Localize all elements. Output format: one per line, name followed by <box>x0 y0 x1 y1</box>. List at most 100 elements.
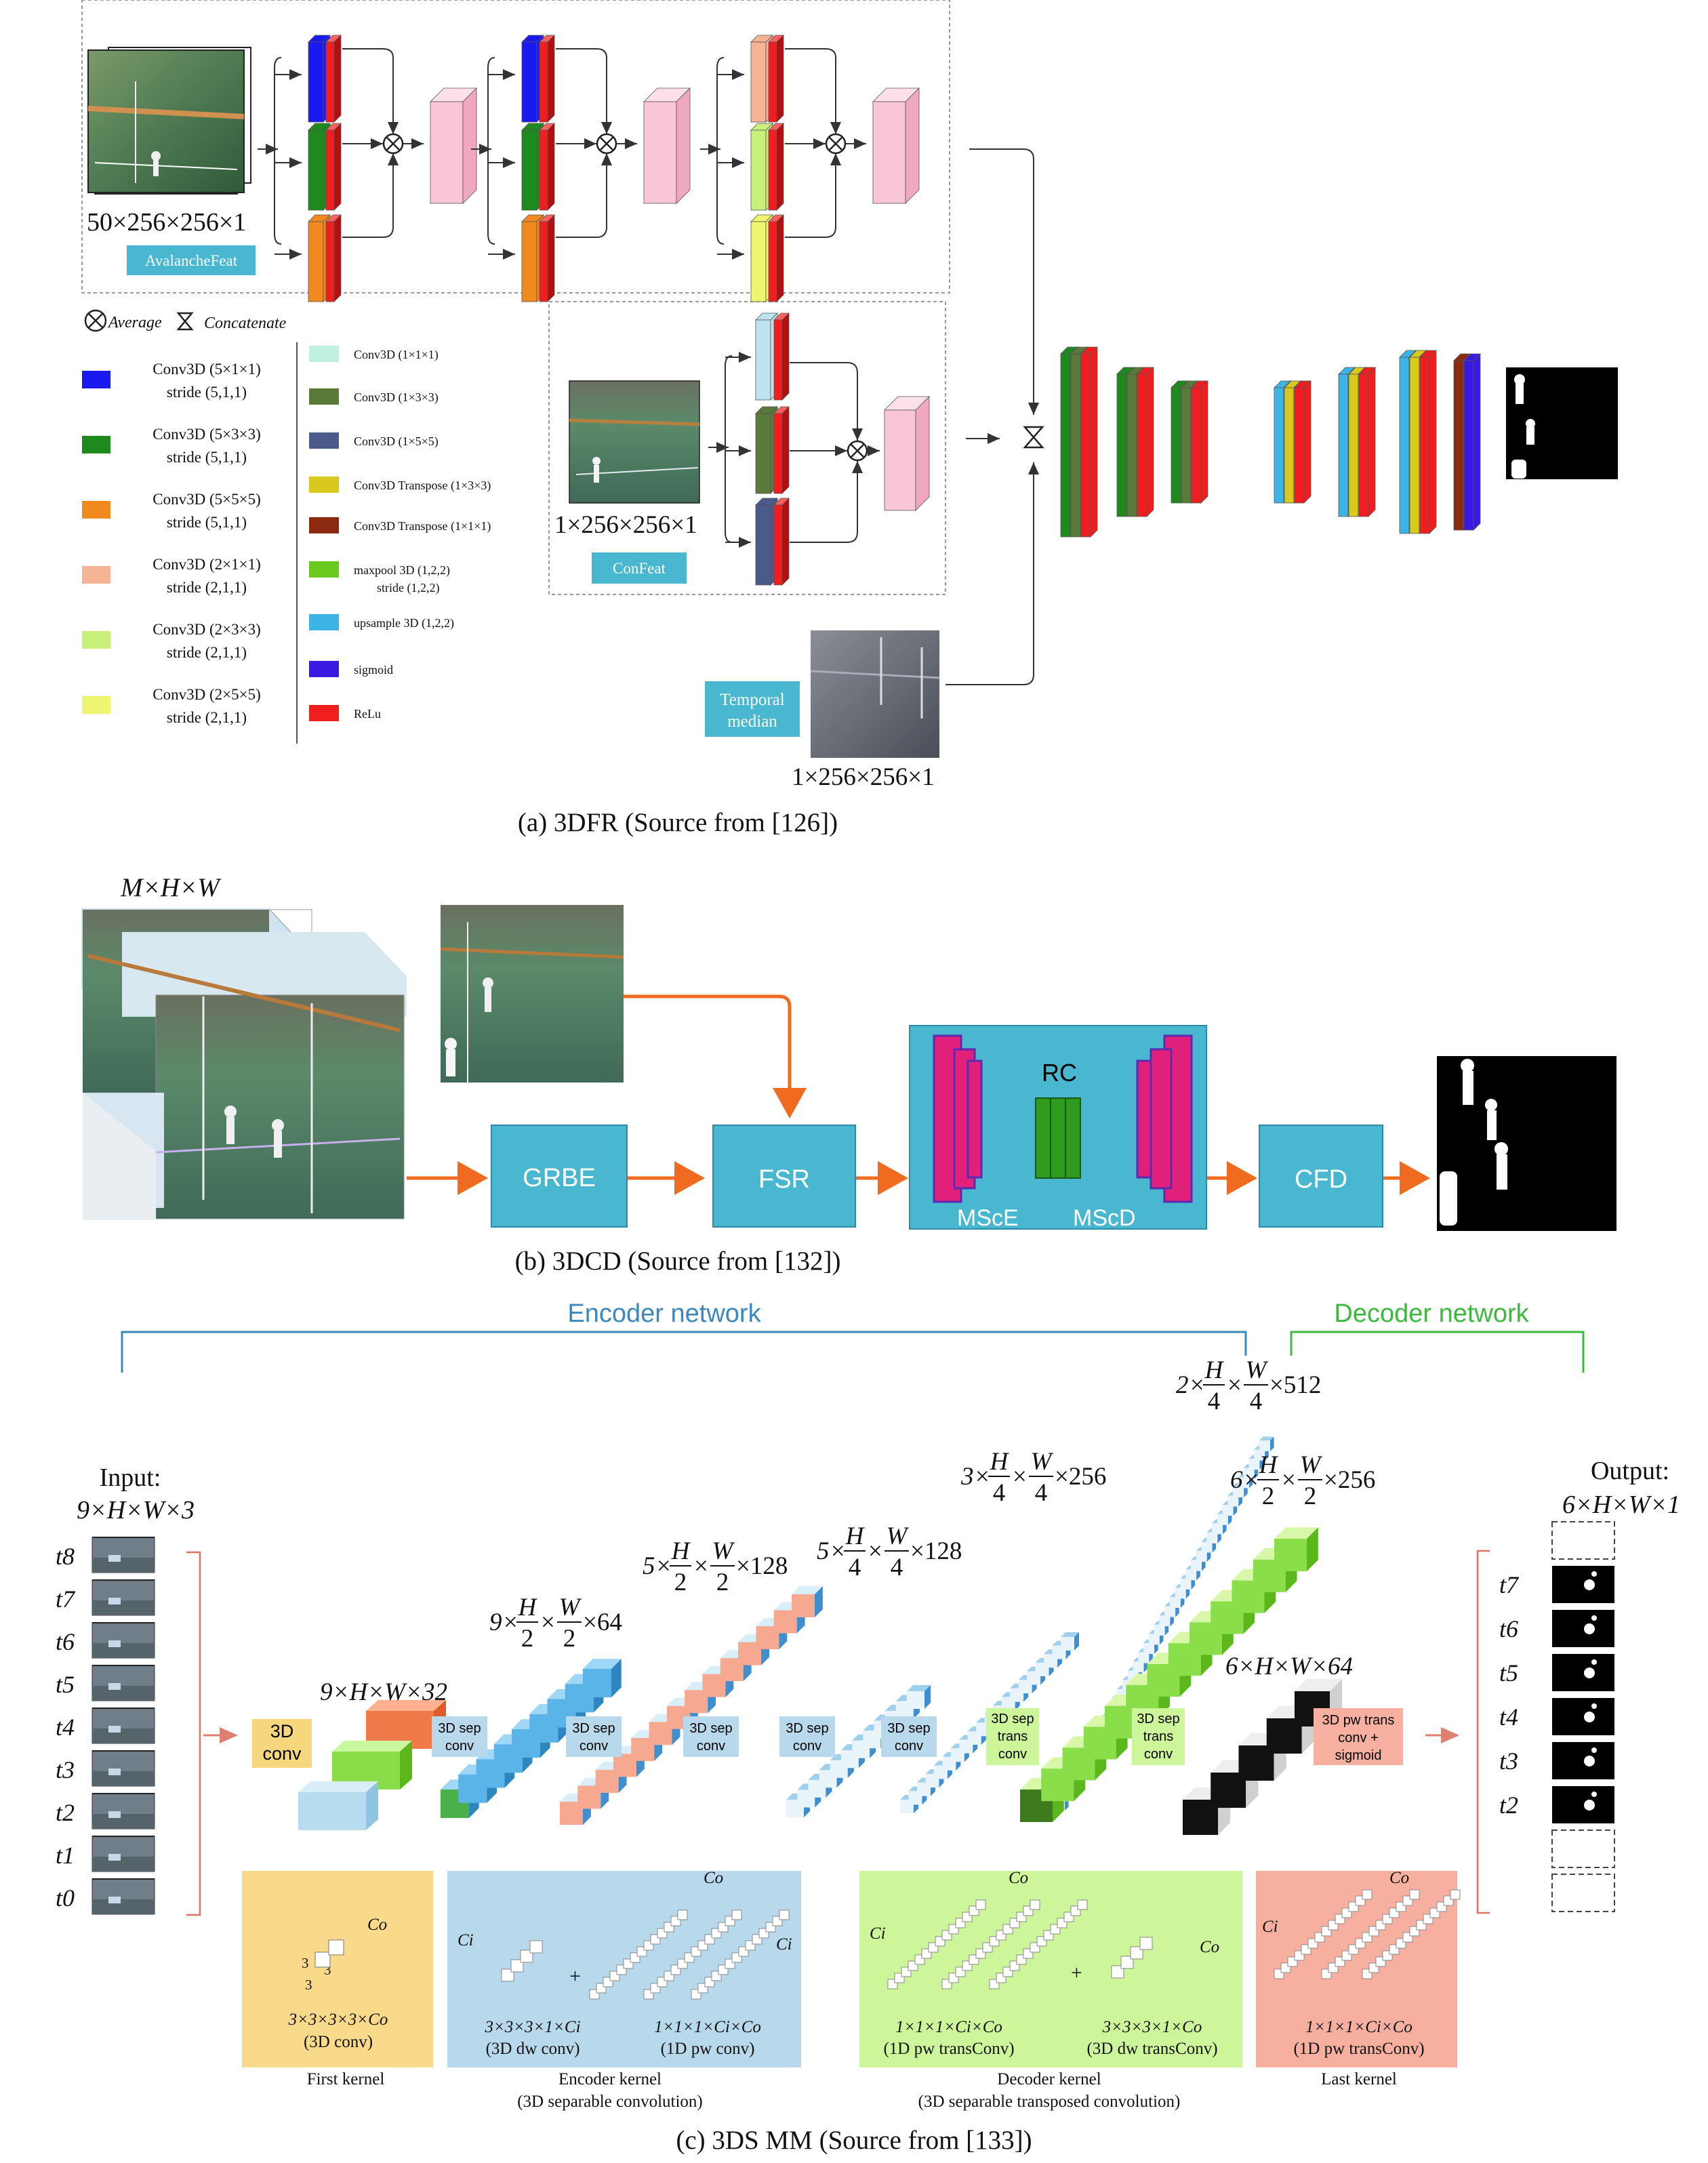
decoder-strips <box>1020 1527 1343 1835</box>
last-pw-row-3 <box>1362 1889 1461 1979</box>
enc-strip-1-side-9 <box>611 1659 622 1697</box>
enc-strip-5-face-25 <box>1180 1578 1192 1590</box>
dec-strip-2-top-5 <box>1295 1678 1343 1691</box>
grbe-block <box>491 1125 628 1228</box>
confeat-fork <box>725 355 733 543</box>
input-frame-label-2: t7 <box>56 1585 76 1613</box>
enc-strip-2-top-14 <box>792 1586 823 1594</box>
input-frame-car-1 <box>108 1555 121 1562</box>
encoder-bracket <box>121 1331 1247 1373</box>
legend-left-stride-1: stride (5,1,1) <box>167 384 247 401</box>
enc-pw-row-1 <box>589 1909 688 2000</box>
dec-pw-row-1 <box>887 1899 986 1989</box>
enc-strip-5-face-19 <box>1148 1634 1160 1645</box>
legend-left-swatch-6 <box>82 696 110 714</box>
stage-3-den-h: 2 <box>674 1569 687 1596</box>
dec-strip-2 <box>1183 1678 1343 1835</box>
mask-output-b <box>1437 1056 1616 1231</box>
enc-kernel-title: Encoder kernel <box>558 2070 662 2088</box>
concatenate-symbol-label: Concatenate <box>204 315 287 332</box>
enc-strip-5-top-40 <box>1259 1436 1274 1440</box>
enc-strip-1-top-9 <box>583 1659 622 1669</box>
enc-strip-2-face-14 <box>792 1594 815 1617</box>
sep-conv-badge-5-line2: conv <box>895 1739 923 1754</box>
stage-4-suffix: ×128 <box>910 1537 962 1565</box>
enc-kernel-subtitle: (3D separable convolution) <box>517 2093 703 2111</box>
sep-trans-badge-1-line2: trans <box>998 1729 1028 1744</box>
legend-right-label-8: sigmoid <box>354 663 393 676</box>
legend-right-label-2: Conv3D (1×3×3) <box>354 390 439 405</box>
input-frame-car-5 <box>108 1726 121 1733</box>
output-dims-c: 6×H×W×1 <box>1562 1491 1680 1519</box>
sep-conv-badge-1-line2: conv <box>445 1739 474 1754</box>
output-empty-slot-8 <box>1551 1830 1615 1868</box>
input-frame-car-2 <box>108 1598 121 1604</box>
enc-strip-5-face-28 <box>1196 1551 1207 1562</box>
legend-right: Conv3D (1×1×1)Conv3D (1×3×3)Conv3D (1×5×… <box>309 346 491 721</box>
stage-label-3: 5×H2×W2×128 <box>643 1537 788 1596</box>
legend-right-label-3: Conv3D (1×5×5) <box>354 434 439 449</box>
first-kernel-name: (3D conv) <box>304 2033 373 2051</box>
enc-strip-5-face-29 <box>1201 1541 1213 1553</box>
enc-pw-row-3-cube-14 <box>779 1909 790 1920</box>
dec-strip-1-side-13 <box>1307 1527 1318 1571</box>
pw-trans-badge-line3: sigmoid <box>1335 1748 1382 1763</box>
fsr-block <box>712 1125 856 1228</box>
stage-2-feature-block <box>643 87 691 204</box>
stage-label-6: 2×H4×W4×512 <box>1176 1356 1321 1415</box>
stage-7-num-w: W <box>1300 1451 1323 1479</box>
dec-kernel-ci: Ci <box>870 1924 886 1943</box>
dec-pw-row-2-cube-14 <box>1030 1899 1040 1910</box>
first-kernel-3c: 3 <box>324 1962 331 1978</box>
enc-strip-5-face-31 <box>1212 1523 1223 1535</box>
dec-pw-row-3 <box>989 1899 1088 1989</box>
output-mask-2 <box>1552 1610 1614 1647</box>
enc-strip-5-face-23 <box>1169 1597 1181 1609</box>
sep-trans-badge-1 <box>986 1708 1039 1765</box>
dec-kernel-cubes <box>887 1899 1153 1989</box>
encoder-title: Encoder network <box>567 1299 761 1328</box>
enc-kernel-ci-right: Ci <box>776 1935 792 1954</box>
stage-3-relu-block-1 <box>768 35 784 123</box>
output-mask-blob-4 <box>1584 1712 1595 1722</box>
stage-3-suffix: ×128 <box>736 1552 788 1580</box>
stage-5-times: × <box>1013 1463 1027 1491</box>
enc-strip-5-face-35 <box>1233 1486 1244 1497</box>
enc-strip-5-face-24 <box>1175 1588 1186 1599</box>
sep-conv-badge-2 <box>566 1716 622 1757</box>
stage-3-relu-block-2 <box>768 123 784 211</box>
stage-3-average-symbol <box>825 133 847 155</box>
main-encoder-block-3 <box>1080 346 1098 538</box>
output-frame-label-4: t4 <box>1499 1703 1518 1731</box>
input-frame-road-7 <box>92 1814 155 1829</box>
enc-strip-5-face-20 <box>1154 1624 1165 1636</box>
first-kernel-co: Co <box>367 1916 387 1934</box>
input-frame-road-2 <box>92 1600 155 1615</box>
input-bracket <box>186 1551 201 1916</box>
input-frame-stack-b <box>81 908 407 1220</box>
legend-right-swatch-7 <box>309 614 339 630</box>
sep-conv-badge-4-line1: 3D sep <box>786 1721 828 1736</box>
output-mask-blob-2 <box>1584 1623 1595 1634</box>
temporal-median-label-2: median <box>727 712 777 731</box>
confeat-relu-block-3 <box>773 498 790 586</box>
legend-left-stride-5: stride (2,1,1) <box>167 644 247 661</box>
kernel-first: 3 3 3 Co 3×3×3×3×Co (3D conv) First kern… <box>242 1871 433 2088</box>
legend-right-label-5: Conv3D Transpose (1×1×1) <box>354 519 491 533</box>
sep-trans-badge-2-line3: conv <box>1144 1747 1173 1762</box>
legend-right-swatch-8 <box>309 661 339 677</box>
stage-6-den-w: 4 <box>1250 1388 1263 1415</box>
temporal-median-label-1: Temporal <box>720 691 784 709</box>
legend-left-label-1: Conv3D (5×1×1) <box>152 361 260 378</box>
enc-strip-5-face-21 <box>1159 1615 1171 1627</box>
input-dims-c: 9×H×W×3 <box>77 1496 195 1524</box>
avalanche-dims: 50×256×256×1 <box>87 208 246 237</box>
sep-conv-badge-4-line2: conv <box>793 1739 821 1754</box>
legend-left-label-5: Conv3D (2×3×3) <box>152 621 260 638</box>
confeat-bot-merge <box>790 461 863 543</box>
sep-conv-badge-3-line2: conv <box>697 1739 725 1754</box>
enc-strip-3-top-12 <box>907 1684 931 1691</box>
enc-strip-5-face-37 <box>1243 1468 1255 1479</box>
